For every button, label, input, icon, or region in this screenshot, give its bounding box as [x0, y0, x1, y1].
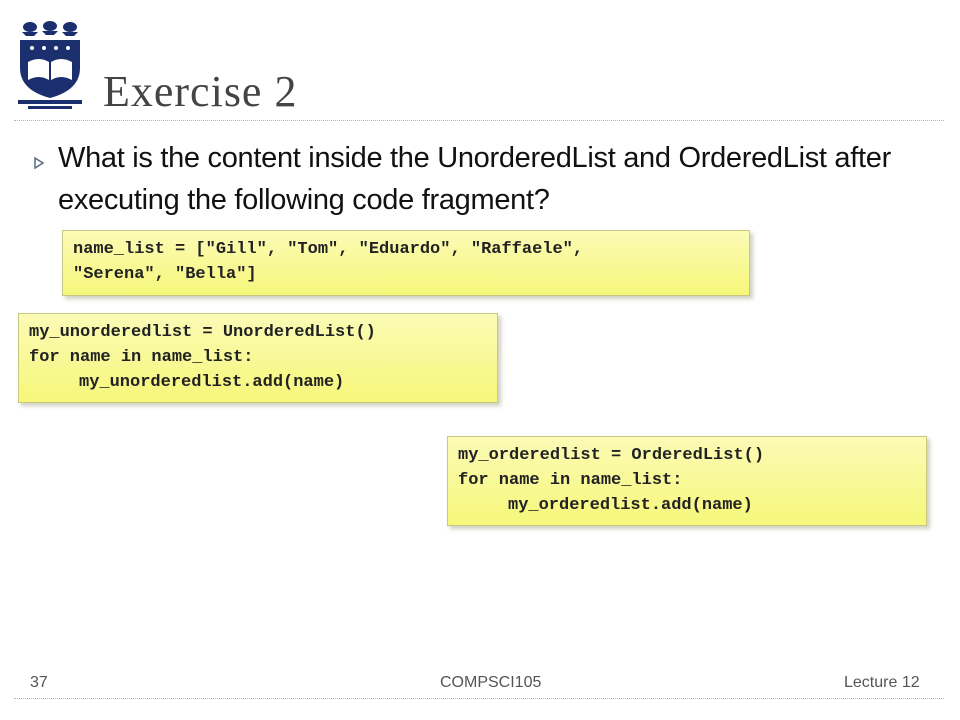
lecture-label: Lecture 12: [844, 674, 920, 691]
code-block-ordered-list: my_orderedlist = OrderedList() for name …: [447, 436, 927, 526]
page-number: 37: [30, 674, 48, 691]
slide-title: Exercise 2: [103, 67, 298, 116]
code-line: "Serena", "Bella"]: [73, 265, 257, 284]
university-crest-logo: [14, 18, 86, 110]
bullet-text: What is the content inside the Unordered…: [58, 142, 891, 216]
course-code: COMPSCI105: [440, 674, 542, 691]
code-line: my_unorderedlist = UnorderedList(): [29, 323, 376, 342]
code-line: for name in name_list:: [29, 348, 254, 367]
code-line: my_orderedlist.add(name): [508, 496, 753, 515]
code-line: my_unorderedlist.add(name): [79, 373, 345, 392]
code-line: my_orderedlist = OrderedList(): [458, 446, 765, 465]
bullet-triangle-icon: [34, 156, 45, 170]
code-line: name_list = ["Gill", "Tom", "Eduardo", "…: [73, 240, 584, 259]
code-block-name-list: name_list = ["Gill", "Tom", "Eduardo", "…: [62, 230, 750, 296]
code-line: for name in name_list:: [458, 471, 683, 490]
title-divider: [14, 120, 944, 121]
footer-divider: [14, 698, 944, 699]
code-block-unordered-list: my_unorderedlist = UnorderedList() for n…: [18, 313, 498, 403]
